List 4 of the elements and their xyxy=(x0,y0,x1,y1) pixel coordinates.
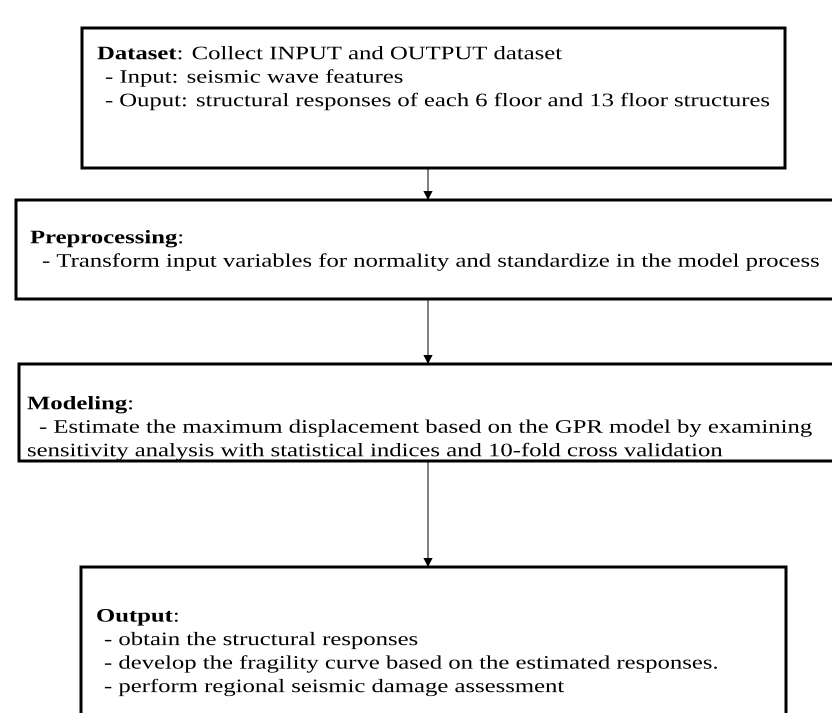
process-box: Modeling: - Estimate the maximum displacement based on the GPR model by examining sensitivity analysis with statistical indices and 10-fold cross validation xyxy=(18,362,832,462)
process-box: Preprocessing: - Transform input variables for normality and standardize in the model process xyxy=(14,198,832,300)
process-box: Dataset: Collect INPUT and OUTPUT dataset - Input: seismic wave features - Ouput: structural responses of each 6 floor and 13 floor structures xyxy=(80,26,786,170)
process-box: Output: - obtain the structural responses - develop the fragility curve based on the estimated responses. - perform regional seismic damage assessment xyxy=(80,566,788,713)
